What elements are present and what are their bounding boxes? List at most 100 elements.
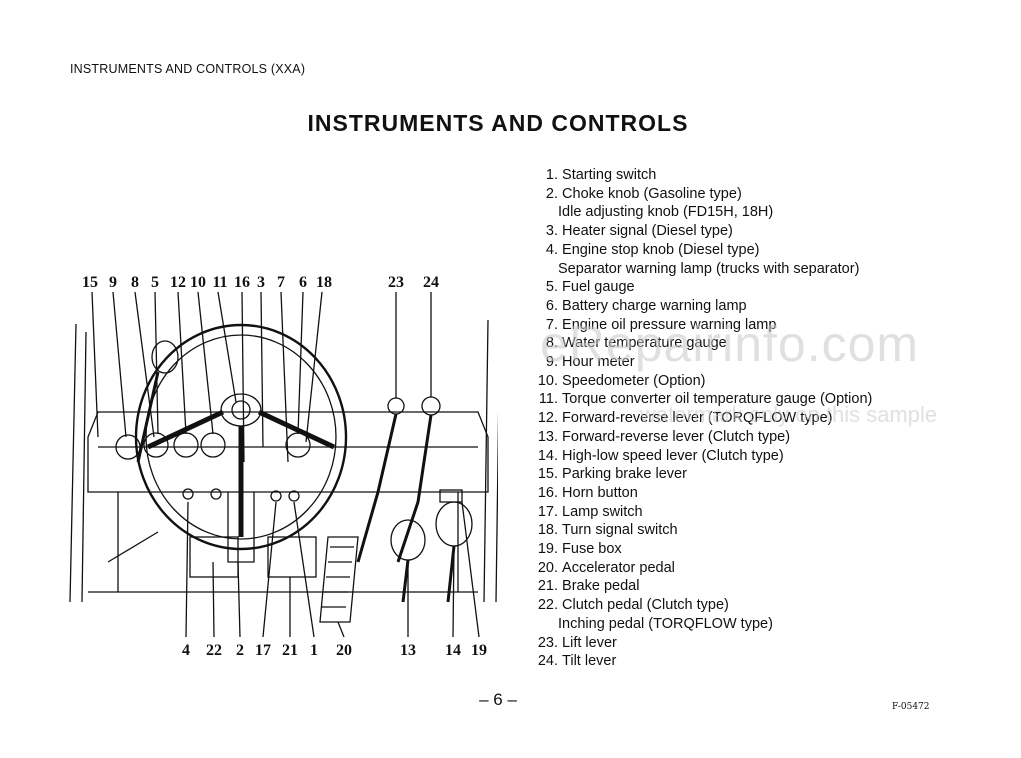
part-number: 7. [545, 316, 558, 333]
part-label: Forward-reverse lever (TORQFLOW type) [562, 410, 833, 427]
callout-label: 11 [212, 274, 227, 291]
callout-label: 6 [299, 274, 307, 291]
part-label: Water temperature gauge [562, 335, 727, 352]
part-number: 10. [537, 372, 558, 389]
part-item: 3. Heater signal (Diesel type) [530, 222, 970, 241]
callout-label: 23 [388, 274, 404, 291]
part-number: 17. [537, 503, 558, 520]
part-label: Starting switch [562, 167, 657, 183]
part-sublabel: Idle adjusting knob (FD15H, 18H) [558, 204, 774, 221]
part-number: 11. [538, 391, 558, 408]
part-label: Choke knob (Gasoline type) [562, 185, 742, 202]
callout-label: 9 [109, 274, 117, 291]
callout-label: 2 [236, 642, 244, 659]
callout-label: 24 [423, 274, 439, 291]
callout-label: 1 [310, 642, 318, 659]
part-item: 16. Horn button [530, 484, 970, 503]
part-label: Turn signal switch [562, 522, 678, 539]
part-label: Heater signal (Diesel type) [562, 223, 733, 240]
controls-illustration: 15 9 8 5 12 10 11 16 3 7 6 18 23 24 4 22… [69, 274, 498, 659]
part-item: 12. Forward-reverse lever (TORQFLOW type… [530, 409, 970, 428]
part-label: Engine oil pressure warning lamp [562, 316, 777, 333]
part-item: 15. Parking brake lever [530, 465, 970, 484]
part-item: 1. Starting switch [530, 166, 970, 185]
part-item: 18. Turn signal switch [530, 521, 970, 540]
part-item: 6. Battery charge warning lamp [530, 297, 970, 316]
callout-label: 5 [151, 274, 159, 291]
part-label: High-low speed lever (Clutch type) [562, 447, 784, 464]
callout-label: 15 [82, 274, 98, 291]
part-number: 12. [537, 410, 558, 427]
callout-label: 22 [206, 642, 222, 659]
part-number: 15. [537, 466, 558, 483]
callout-label: 14 [445, 642, 461, 659]
part-number: 18. [537, 522, 558, 539]
part-label: Lift lever [562, 634, 617, 651]
page-number: – 6 – [479, 690, 517, 709]
part-item: 17. Lamp switch [530, 503, 970, 522]
part-item: 7. Engine oil pressure warning lamp [530, 316, 970, 335]
part-item: 23. Lift lever [530, 634, 970, 653]
part-label: Clutch pedal (Clutch type) [562, 597, 729, 614]
part-number: 20. [537, 559, 558, 576]
page-header: INSTRUMENTS AND CONTROLS (XXA) [70, 62, 306, 76]
callout-label: 12 [170, 274, 186, 291]
part-number: 14. [537, 447, 558, 464]
part-number: 21. [537, 578, 558, 595]
part-number: 13. [537, 428, 558, 445]
callout-label: 18 [316, 274, 332, 291]
part-number: 8. [545, 335, 558, 352]
part-item: 19. Fuse box [530, 540, 970, 559]
part-number: 6. [545, 297, 558, 314]
part-item: 10. Speedometer (Option) [530, 372, 970, 391]
figure-code: F-05472 [892, 702, 930, 712]
callout-label: 10 [190, 274, 206, 291]
part-item: 21. Brake pedal [530, 577, 970, 596]
part-item: 9. Hour meter [530, 353, 970, 372]
part-item: 8. Water temperature gauge [530, 334, 970, 353]
part-number: 5. [545, 279, 558, 296]
part-item: 24. Tilt lever [530, 652, 970, 671]
part-number: 16. [537, 484, 558, 501]
page-title: INSTRUMENTS AND CONTROLS [307, 110, 689, 136]
part-item: 5. Fuel gauge [530, 278, 970, 297]
part-label: Hour meter [562, 354, 635, 371]
part-item: 20. Accelerator pedal [530, 559, 970, 578]
part-number: 22. [537, 597, 558, 614]
callout-label: 8 [131, 274, 139, 291]
part-label: Lamp switch [562, 503, 643, 520]
callout-label: 4 [182, 642, 190, 659]
part-number: 3. [545, 223, 558, 240]
part-label: Battery charge warning lamp [562, 297, 747, 314]
part-label: Accelerator pedal [562, 559, 675, 576]
part-number: 23. [537, 634, 558, 651]
part-item: 4. Engine stop knob (Diesel type)Separat… [530, 241, 970, 278]
part-number: 24. [537, 653, 558, 670]
controls-diagram: 15 9 8 5 12 10 11 16 3 7 6 18 23 24 4 22… [58, 262, 498, 667]
part-label: Tilt lever [562, 653, 617, 670]
part-label: Forward-reverse lever (Clutch type) [562, 428, 791, 445]
part-item: 22. Clutch pedal (Clutch type)Inching pe… [530, 596, 970, 633]
part-label: Brake pedal [562, 578, 640, 595]
part-item: 2. Choke knob (Gasoline type) Idle adjust… [530, 185, 970, 222]
part-label: Horn button [562, 484, 638, 501]
part-number: 2. [545, 185, 558, 202]
part-number: 19. [537, 541, 558, 558]
part-item: 11. Torque converter oil temperature gau… [530, 390, 970, 409]
callout-label: 19 [471, 642, 487, 659]
part-sublabel: Inching pedal (TORQFLOW type) [558, 615, 773, 632]
part-item: 13. Forward-reverse lever (Clutch type) [530, 428, 970, 447]
part-number: 9. [545, 354, 558, 371]
part-item: 14. High-low speed lever (Clutch type) [530, 447, 970, 466]
part-sublabel: Separator warning lamp (trucks with sepa… [558, 260, 860, 277]
callout-label: 21 [282, 642, 298, 659]
callout-label: 20 [336, 642, 352, 659]
callout-label: 17 [255, 642, 271, 659]
callout-label: 13 [400, 642, 416, 659]
part-label: Parking brake lever [562, 466, 687, 483]
part-number: 4. [545, 241, 558, 258]
part-label: Speedometer (Option) [562, 372, 706, 389]
callout-label: 3 [257, 274, 265, 291]
part-number: 1. [545, 167, 558, 183]
